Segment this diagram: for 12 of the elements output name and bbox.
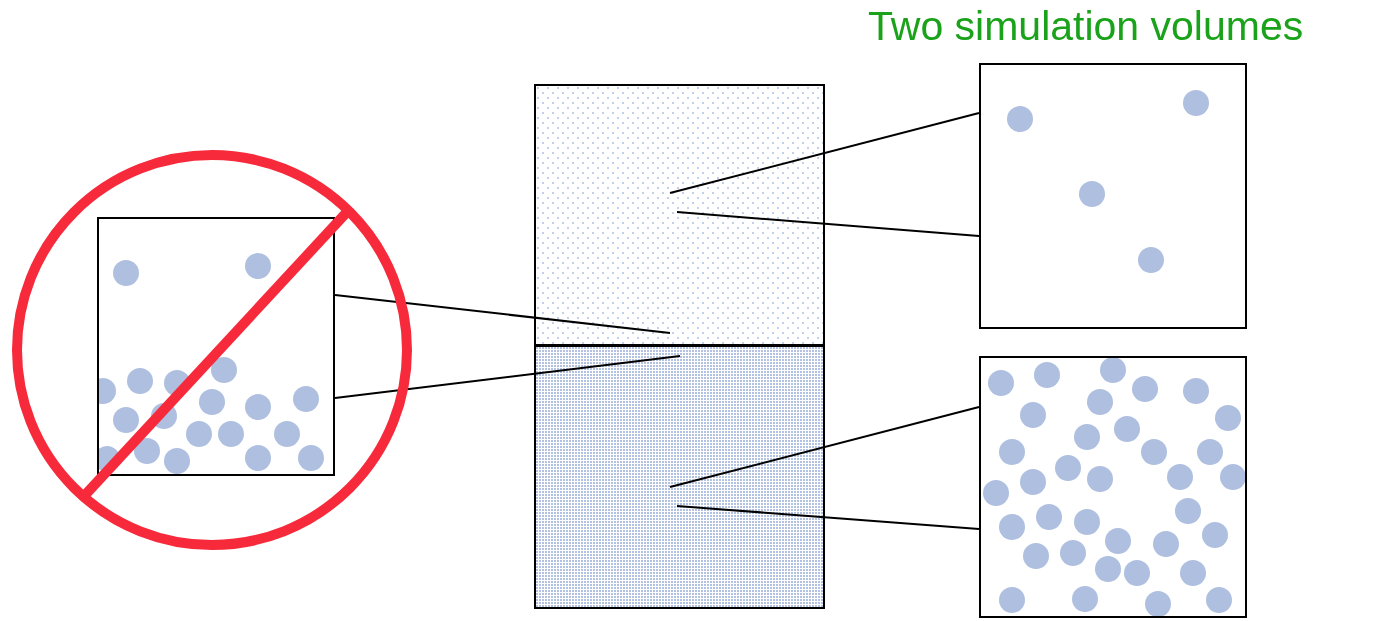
connector-line xyxy=(334,355,681,399)
particle-box xyxy=(979,63,1247,329)
particle-box xyxy=(979,356,1247,618)
connector-line xyxy=(676,211,980,237)
connector-line xyxy=(669,406,980,488)
connector-line xyxy=(669,112,980,194)
liquid-region xyxy=(534,345,825,609)
connector-line xyxy=(334,294,671,334)
connector-line xyxy=(676,505,980,530)
vapor-region xyxy=(534,84,825,346)
title: Two simulation volumes xyxy=(868,2,1304,51)
particle-box xyxy=(97,217,335,476)
